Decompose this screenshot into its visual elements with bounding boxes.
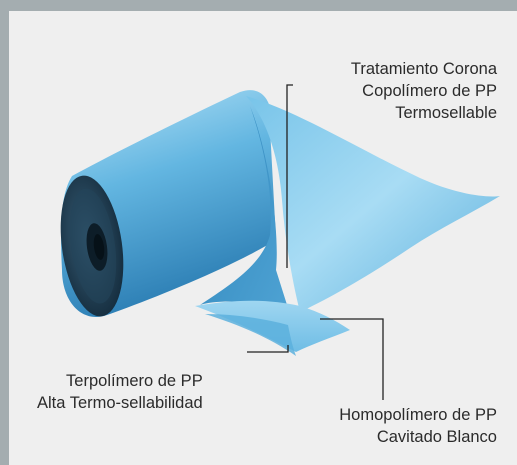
- label-bottom-left-line1: Terpolímero de PP: [66, 372, 203, 390]
- label-top-line3: Termosellable: [395, 104, 497, 122]
- label-bottom-right-line2: Cavitado Blanco: [376, 428, 497, 446]
- leader-lines: [247, 84, 384, 400]
- label-top-line2: Copolímero de PP: [362, 82, 497, 100]
- label-bottom-left-line2: Alta Termo-sellabilidad: [37, 394, 203, 412]
- leader-line-bottom-right: [320, 318, 384, 400]
- label-terpolymer: Terpolímero de PP Alta Termo-sellabilida…: [37, 370, 203, 414]
- label-homopolymer: Homopolímero de PP Cavitado Blanco: [339, 404, 497, 448]
- label-top-line1: Tratamiento Corona: [350, 60, 497, 78]
- leader-line-bottom-left: [247, 345, 289, 353]
- roll-core-icon: [60, 175, 124, 317]
- leader-line-top: [286, 84, 293, 268]
- label-corona-copolymer: Tratamiento Corona Copolímero de PP Term…: [351, 58, 497, 124]
- label-bottom-right-line1: Homopolímero de PP: [339, 406, 497, 424]
- film-roll-icon: [60, 90, 500, 356]
